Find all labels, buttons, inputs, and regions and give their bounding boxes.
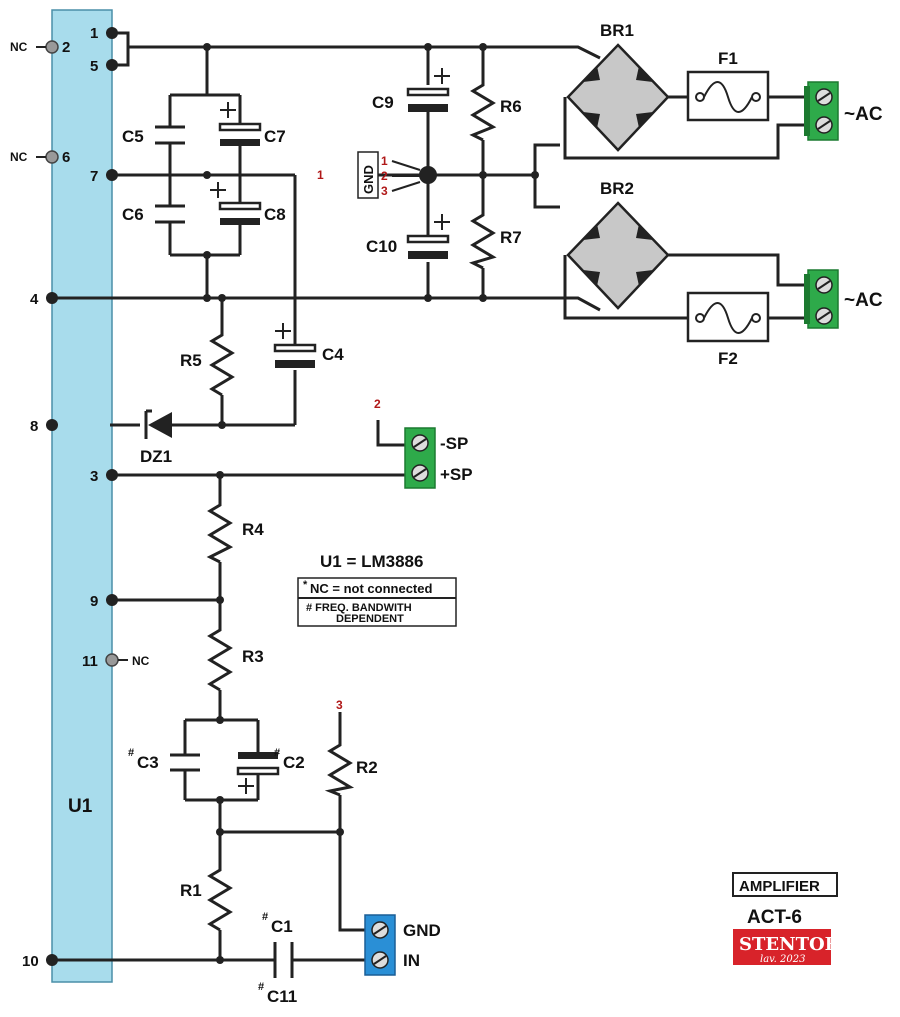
- legend-nc-text: NC = not connected: [310, 581, 432, 596]
- zener-diode-dz1: [144, 409, 172, 439]
- label-c2: C2: [283, 753, 305, 772]
- terminal-ac2: [804, 269, 839, 329]
- label-c6: C6: [122, 205, 144, 224]
- label-gnd-pin3: 3: [381, 184, 388, 198]
- capacitor-c2: [236, 752, 280, 794]
- capacitor-c4: [273, 322, 317, 368]
- pin-label-11: 11: [82, 653, 98, 670]
- label-r3: R3: [242, 647, 264, 666]
- label-f2: F2: [718, 349, 738, 368]
- label-r6: R6: [500, 97, 522, 116]
- label-sp-pos: +SP: [440, 465, 473, 484]
- title-box: [732, 872, 838, 897]
- ic-label-u1: U1: [68, 796, 93, 817]
- pin-label-5: 5: [90, 58, 98, 75]
- bridge-rectifier-br1: [566, 43, 670, 152]
- label-input-in: IN: [403, 951, 420, 970]
- label-dz1: DZ1: [140, 447, 172, 466]
- legend-box: [297, 577, 457, 627]
- label-c3: C3: [137, 753, 159, 772]
- label-r7: R7: [500, 228, 522, 247]
- terminal-ac1: [804, 81, 839, 141]
- fuse-f2: [686, 291, 770, 343]
- fuse-f1: [686, 70, 770, 122]
- label-r1: R1: [180, 881, 202, 900]
- capacitor-c1-c11: [273, 942, 294, 978]
- label-br1: BR1: [600, 21, 634, 40]
- capacitor-c7: [218, 102, 262, 146]
- label-r4: R4: [242, 520, 264, 539]
- label-r2: R2: [356, 758, 378, 777]
- label-c8: C8: [264, 205, 286, 224]
- label-c2-mark: #: [274, 747, 280, 759]
- gnd-star-node: [357, 151, 421, 199]
- capacitor-c5: [155, 125, 185, 145]
- label-f1: F1: [718, 49, 738, 68]
- label-c11-mark: #: [258, 981, 264, 993]
- label-c3-mark: #: [128, 747, 134, 759]
- ic-pins: [36, 27, 128, 966]
- node-label-3: 3: [336, 698, 343, 712]
- capacitor-c6: [155, 204, 185, 224]
- node-label-2: 2: [374, 397, 381, 411]
- junction-dots: [203, 43, 539, 964]
- label-c9: C9: [372, 93, 394, 112]
- resistor-r1: [207, 865, 233, 932]
- bridge-rectifier-br2: [566, 201, 670, 310]
- pin-label-2: 2: [62, 39, 70, 56]
- ic-body-u1: [51, 9, 113, 983]
- resistor-r2: [324, 740, 355, 797]
- part-note: U1 = LM3886: [320, 552, 423, 571]
- label-c7: C7: [264, 127, 286, 146]
- pin-label-1: 1: [90, 25, 98, 42]
- label-c4: C4: [322, 345, 344, 364]
- capacitor-c3: [170, 753, 200, 772]
- label-gnd-pin2: 2: [381, 169, 388, 183]
- brand-date: lav. 2023: [760, 954, 805, 965]
- title-amplifier: AMPLIFIER: [739, 878, 820, 895]
- pin-label-7: 7: [90, 168, 98, 185]
- resistor-r6: [469, 80, 497, 142]
- capacitor-c10: [406, 214, 450, 259]
- label-gnd-pin1: 1: [381, 154, 388, 168]
- label-r5: R5: [180, 351, 202, 370]
- label-br2: BR2: [600, 179, 634, 198]
- brand-badge: [733, 929, 831, 965]
- legend-bw-line2: DEPENDENT: [336, 613, 404, 625]
- terminal-speaker: [404, 427, 436, 489]
- legend-nc-mark: *: [303, 579, 308, 591]
- resistor-r4: [206, 500, 234, 564]
- label-c1: C1: [271, 917, 293, 936]
- capacitor-c8: [210, 182, 262, 225]
- pin-label-8: 8: [30, 418, 38, 435]
- capacitor-c9: [406, 68, 450, 112]
- pin-label-9: 9: [90, 593, 98, 610]
- pin-label-6: 6: [62, 149, 70, 166]
- label-gnd-box: GND: [361, 165, 376, 194]
- nc-label-pin2: NC: [10, 40, 28, 54]
- label-sp-neg: -SP: [440, 434, 468, 453]
- pin-label-3: 3: [90, 468, 98, 485]
- nc-label-pin6: NC: [10, 150, 28, 164]
- label-ac2: ~AC: [844, 290, 883, 311]
- terminal-input: [364, 914, 396, 976]
- label-c10: C10: [366, 237, 397, 256]
- resistor-r3: [207, 625, 233, 692]
- model-number: ACT-6: [747, 907, 802, 928]
- label-ac1: ~AC: [844, 104, 883, 125]
- pin-label-4: 4: [30, 291, 39, 308]
- nc-label-pin11: NC: [132, 654, 150, 668]
- label-c1-mark: #: [262, 911, 268, 923]
- label-c11: C11: [267, 987, 297, 1006]
- node-label-1: 1: [317, 168, 324, 182]
- resistor-r5: [209, 330, 235, 397]
- resistor-r7: [468, 210, 497, 270]
- label-c5: C5: [122, 127, 144, 146]
- wiring: [55, 31, 808, 962]
- legend-bw-line1: # FREQ. BANDWITH: [306, 602, 412, 614]
- brand-name: STENTOR: [739, 934, 841, 955]
- pin-label-10: 10: [22, 953, 39, 970]
- label-input-gnd: GND: [403, 921, 441, 940]
